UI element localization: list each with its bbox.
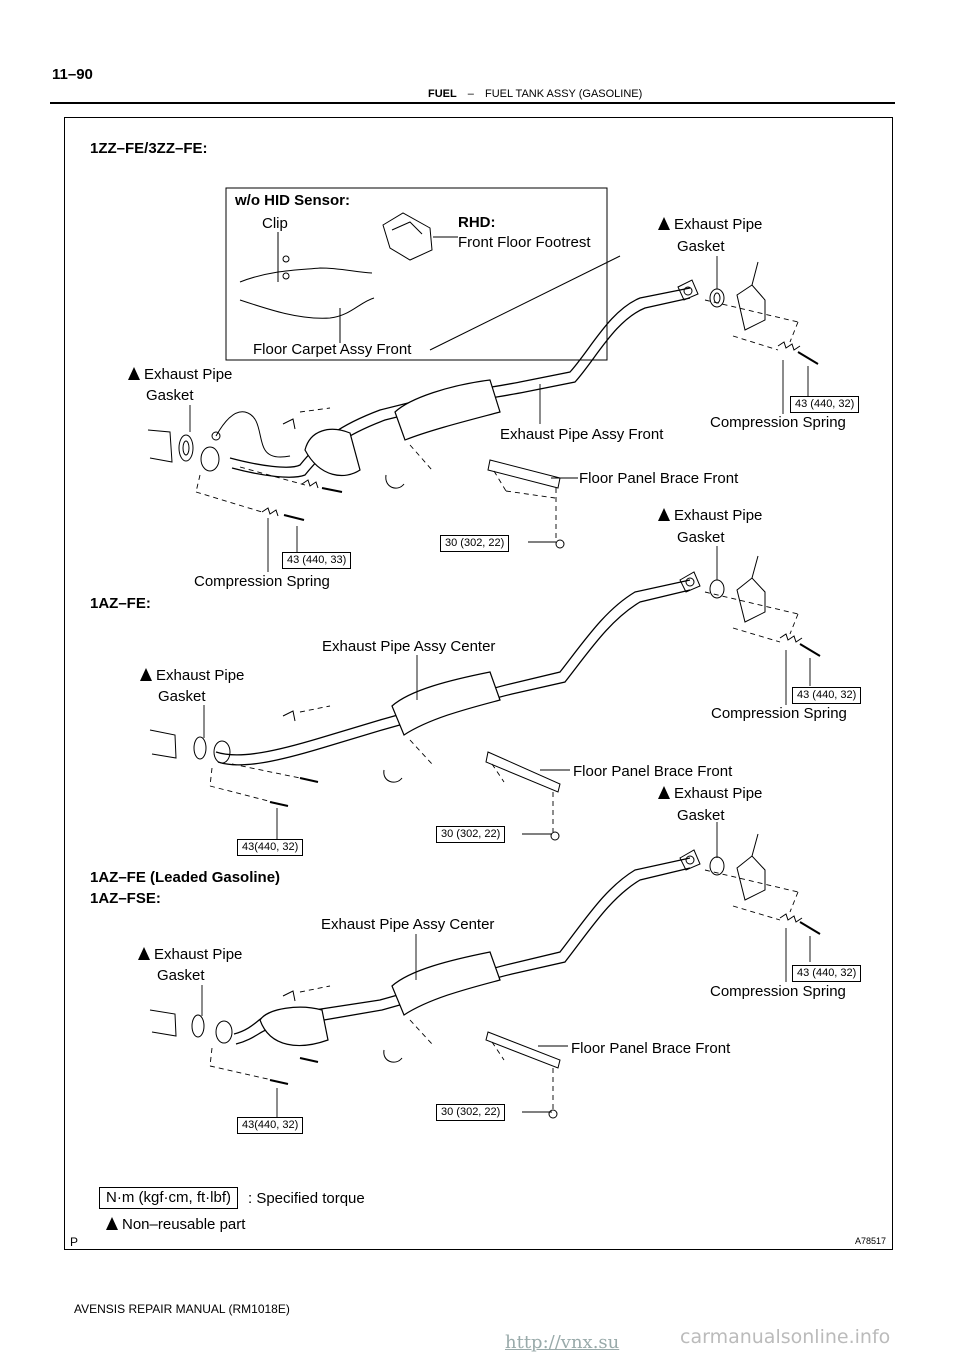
s3-rear-exhaust-pipe-label: Exhaust Pipe [658,785,762,803]
watermark-url[interactable]: http://vnx.su [505,1332,620,1353]
non-reusable-icon [106,1217,118,1230]
section-name: FUEL [428,88,457,100]
s3-torque-rear: 43 (440, 32) [792,965,862,982]
header-rule [50,102,895,104]
page-header: FUEL – FUEL TANK ASSY (GASOLINE) [428,88,642,100]
inset-front-floor-footrest: Front Floor Footrest [458,234,591,251]
s3-rear-compression-spring: Compression Spring [710,983,846,1000]
non-reusable-icon [658,786,670,799]
inset-clip-label: Clip [262,215,288,232]
footer-manual-name: AVENSIS REPAIR MANUAL (RM1018E) [74,1302,290,1316]
s2-exhaust-pipe-assy-center: Exhaust Pipe Assy Center [322,638,496,655]
figure-frame [64,117,893,1250]
s2-rear-gasket-label: Gasket [677,529,725,546]
section-3-art [149,822,821,1119]
s2-rear-exhaust-pipe-label: Exhaust Pipe [658,507,762,525]
s2-floor-panel-brace-front: Floor Panel Brace Front [573,763,733,780]
page-marker: P [70,1235,79,1249]
figure-id: A78517 [855,1236,887,1246]
section-2-art [149,546,821,841]
variant-1az-fse: 1AZ–FSE: [90,890,161,907]
non-reusable-icon [128,367,140,380]
s3-torque-brace: 30 (302, 22) [436,1104,506,1121]
s1-torque-rear: 43 (440, 32) [790,396,860,413]
header-title: FUEL TANK ASSY (GASOLINE) [484,88,643,100]
s1-rear-compression-spring: Compression Spring [710,414,846,431]
inset-floor-carpet-label: Floor Carpet Assy Front [253,341,412,358]
s3-floor-panel-brace-front: Floor Panel Brace Front [571,1040,731,1057]
page-number: 11–90 [52,66,93,83]
variant-1az-fe: 1AZ–FE: [90,595,151,612]
s3-torque-front: 43(440, 32) [237,1117,304,1134]
s1-floor-panel-brace-front: Floor Panel Brace Front [579,470,739,487]
non-reusable-icon [138,947,150,960]
s2-torque-brace: 30 (302, 22) [436,826,506,843]
s1-rear-gasket-label: Gasket [677,238,725,255]
non-reusable-icon [140,668,152,681]
legend-torque-text: : Specified torque [248,1190,365,1207]
s3-rear-gasket-label: Gasket [677,807,725,824]
s1-rear-exhaust-pipe-label: Exhaust Pipe [658,216,762,234]
non-reusable-icon [658,217,670,230]
inset-title: w/o HID Sensor: [235,192,351,209]
section-1-art [147,187,819,572]
s3-front-exhaust-pipe-label: Exhaust Pipe [138,946,242,964]
s3-exhaust-pipe-assy-center: Exhaust Pipe Assy Center [321,916,495,933]
s2-front-exhaust-pipe-label: Exhaust Pipe [140,667,244,685]
s2-rear-compression-spring: Compression Spring [711,705,847,722]
s1-torque-front: 43 (440, 33) [282,552,352,569]
legend-torque-unit: N·m (kgf·cm, ft·lbf) [99,1187,238,1209]
s1-front-gasket-label: Gasket [146,387,194,404]
s1-torque-brace: 30 (302, 22) [440,535,510,552]
non-reusable-icon [658,508,670,521]
s2-front-gasket-label: Gasket [158,688,206,705]
s1-exhaust-pipe-assy-front: Exhaust Pipe Assy Front [500,426,664,443]
s2-torque-front: 43(440, 32) [237,839,304,856]
s2-torque-rear: 43 (440, 32) [792,687,862,704]
s3-front-gasket-label: Gasket [157,967,205,984]
inset-rhd-title: RHD: [458,214,496,231]
variant-1az-fe-leaded: 1AZ–FE (Leaded Gasoline) [90,869,281,886]
variant-1zz-3zz: 1ZZ–FE/3ZZ–FE: [90,140,208,157]
legend-nonreusable: Non–reusable part [106,1216,245,1234]
watermark-site: carmanualsonline.info [680,1326,891,1348]
s1-front-compression-spring: Compression Spring [194,573,330,590]
s1-front-exhaust-pipe-label: Exhaust Pipe [128,366,232,384]
header-separator: – [467,88,474,100]
